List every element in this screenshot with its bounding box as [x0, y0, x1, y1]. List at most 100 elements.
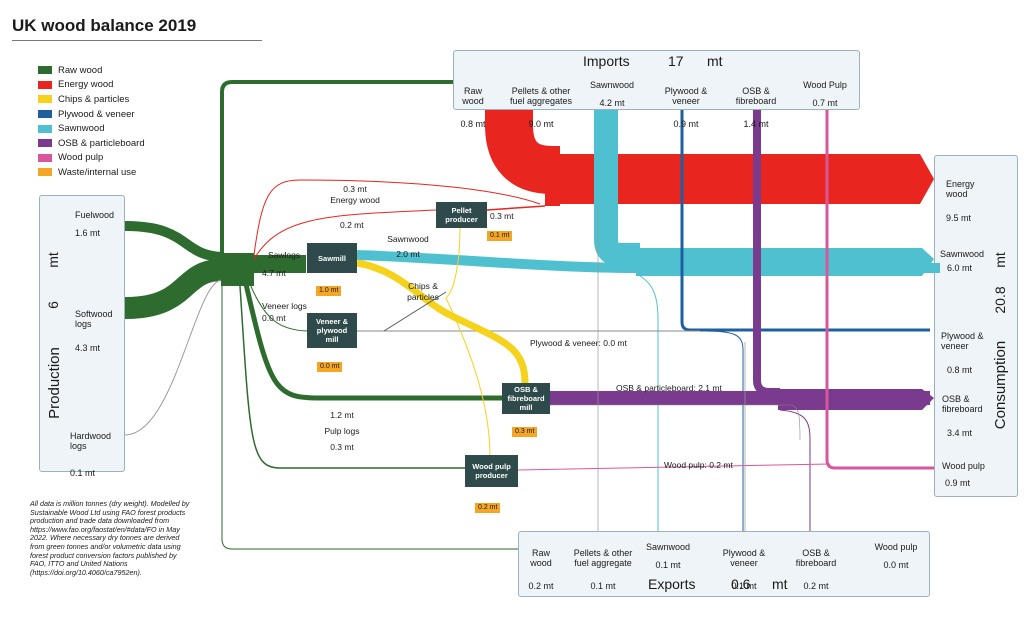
consumption-name: Energy wood [946, 178, 975, 200]
title-divider [12, 40, 262, 41]
export-item-pellets: Pellets & other fuel aggregate 0.1 mt [574, 537, 633, 602]
legend-swatch [38, 139, 52, 148]
import-value: 9.0 mt [528, 119, 554, 129]
import-name: Wood Pulp [803, 80, 847, 90]
consumption-item-sawnwood: Sawnwood 6.0 mt [940, 249, 984, 273]
veneer-logs-flow [249, 283, 308, 332]
production-value: 4.3 mt [75, 343, 101, 353]
export-name: Wood pulp [874, 542, 918, 552]
imports-total: 17 [668, 53, 684, 69]
production-total: 6 [45, 301, 61, 309]
import-item-wood-pulp: Wood Pulp 0.7 mt [803, 80, 847, 108]
pulp-logs-flow [243, 283, 503, 401]
consumption-value: 9.5 mt [946, 213, 972, 223]
legend-swatch [38, 66, 52, 75]
sawmill-waste: 1.0 mt [316, 286, 342, 296]
sawmill-node: Sawmill [307, 243, 357, 273]
chips-pellet-flow [445, 227, 461, 299]
import-name: Raw wood [462, 85, 484, 107]
import-name: Plywood & veneer [664, 85, 708, 107]
production-box [39, 195, 125, 472]
consumption-box [934, 155, 1018, 497]
energy-mid-label: 0.2 mt [340, 220, 364, 230]
import-item-pellets: Pellets & other fuel aggregates 9.0 mt [510, 75, 572, 140]
sawnwood-export-flow [639, 275, 659, 531]
consumption-item-plywood: Plywood & veneer 0.8 mt [941, 320, 984, 386]
export-item-sawnwood: Sawnwood 0.1 mt [646, 542, 690, 570]
import-value: 1.4 mt [743, 119, 769, 129]
legend-label: Chips & particles [58, 93, 130, 105]
chips-veneer-flow [383, 291, 447, 332]
import-item-sawnwood: Sawnwood 4.2 mt [590, 80, 634, 108]
pulp-waste: 0.2 mt [475, 503, 501, 513]
legend-item: Waste/internal use [38, 165, 145, 180]
sawnwood-mill-flow [356, 250, 940, 273]
legend: Raw wood Energy wood Chips & particles P… [38, 63, 145, 180]
production-name: Hardwood logs [70, 430, 112, 452]
production-unit: mt [45, 252, 61, 268]
osb-waste: 0.3 mt [512, 427, 538, 437]
legend-item: Energy wood [38, 78, 145, 93]
consumption-value: 0.9 mt [945, 477, 971, 488]
pulp-out-label: Wood pulp: 0.2 mt [664, 460, 733, 470]
plywood-export-flow [704, 330, 744, 531]
export-name: Sawnwood [645, 542, 691, 552]
production-value: 0.1 mt [70, 468, 96, 478]
osb-import-flow [753, 110, 780, 396]
export-item-osb: OSB & fibreboard 0.2 mt [796, 537, 837, 602]
pellet-waste: 0.1 mt [487, 231, 513, 241]
export-name: Raw wood [530, 547, 552, 569]
legend-label: Waste/internal use [58, 166, 137, 178]
plywood-import-flow [680, 110, 930, 332]
hardwood-flow [124, 279, 223, 436]
veneer-mill-node: Veneer & plywood mill [307, 313, 357, 348]
legend-item: Raw wood [38, 63, 145, 78]
softwood-flow [124, 259, 223, 319]
legend-swatch [38, 95, 52, 104]
consumption-name: Wood pulp [942, 461, 985, 471]
import-value: 0.7 mt [812, 97, 838, 108]
export-name: OSB & fibreboard [795, 547, 837, 569]
legend-item: Plywood & veneer [38, 107, 145, 122]
production-item-softwood: Softwood logs 4.3 mt [75, 298, 113, 364]
export-value: 0.1 mt [731, 581, 757, 591]
osb-export-flow [779, 409, 811, 531]
import-item-osb: OSB & fibreboard 1.4 mt [736, 75, 777, 140]
import-name: OSB & fibreboard [735, 85, 777, 107]
export-value: 0.1 mt [590, 581, 616, 591]
source-note: All data is million tonnes (dry weight).… [30, 499, 190, 577]
pellet-out-flow [486, 205, 546, 211]
raw-wood-hub [221, 253, 254, 286]
sawnwood-import-flow [594, 110, 640, 267]
sawlogs-label: Sawlogs [268, 250, 301, 260]
osb-out-label: OSB & particleboard: 2.1 mt [616, 383, 722, 393]
pellet-out-label: 0.3 mt [490, 211, 514, 221]
consumption-title: Consumption [992, 340, 1009, 430]
exports-total: 0.6 [731, 576, 751, 592]
legend-item: OSB & particleboard [38, 136, 145, 151]
consumption-value: 3.4 mt [947, 428, 973, 438]
legend-item: Sawnwood [38, 121, 145, 136]
raw-export-flow [221, 286, 518, 550]
export-name: Pellets & other fuel aggregate [573, 547, 633, 569]
consumption-total: 20.8 [992, 286, 1008, 314]
imports-title: Imports [583, 53, 630, 69]
page-title: UK wood balance 2019 [12, 16, 197, 35]
sawnwood-main-flow [636, 248, 934, 276]
export-value: 0.2 mt [803, 581, 829, 591]
legend-label: Wood pulp [58, 152, 104, 164]
export-item-raw-wood: Raw wood 0.2 mt [528, 537, 553, 602]
consumption-item-energy: Energy wood 9.5 mt [946, 168, 975, 234]
chips-label: Chips & particles [407, 281, 439, 302]
energy-mid-flow [253, 209, 437, 260]
imports-unit: mt [707, 53, 723, 69]
legend-item: Wood pulp [38, 151, 145, 166]
exports-unit: mt [772, 576, 788, 592]
pulp-logs-label: 1.2 mt Pulp logs 0.3 mt [324, 410, 360, 452]
consumption-name: OSB & fibreboard [942, 393, 983, 415]
legend-item: Chips & particles [38, 92, 145, 107]
osb-main-flow [778, 389, 934, 410]
legend-label: Raw wood [58, 64, 103, 76]
production-item-hardwood: Hardwood logs 0.1 mt [70, 420, 111, 489]
